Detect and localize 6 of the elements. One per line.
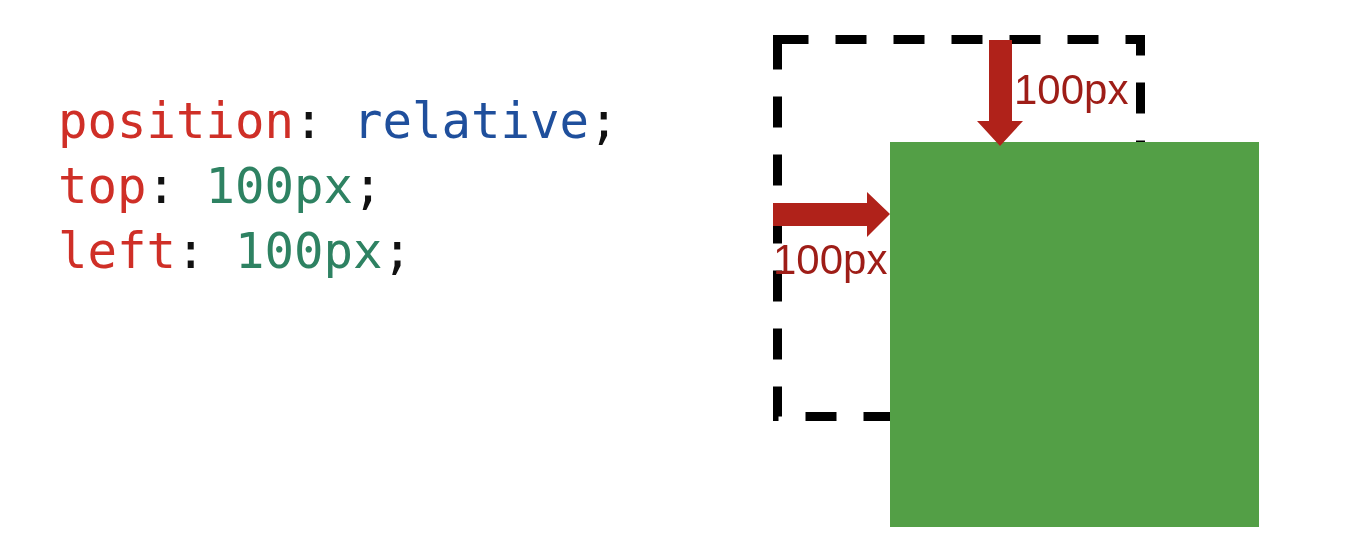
offset-label: 100px [1014, 67, 1129, 113]
code-line: top: 100px; [58, 157, 383, 217]
positioned-square [890, 142, 1259, 527]
offset-label: 100px [773, 237, 888, 283]
code-line: left: 100px; [58, 222, 413, 282]
code-line: position: relative; [58, 92, 619, 152]
